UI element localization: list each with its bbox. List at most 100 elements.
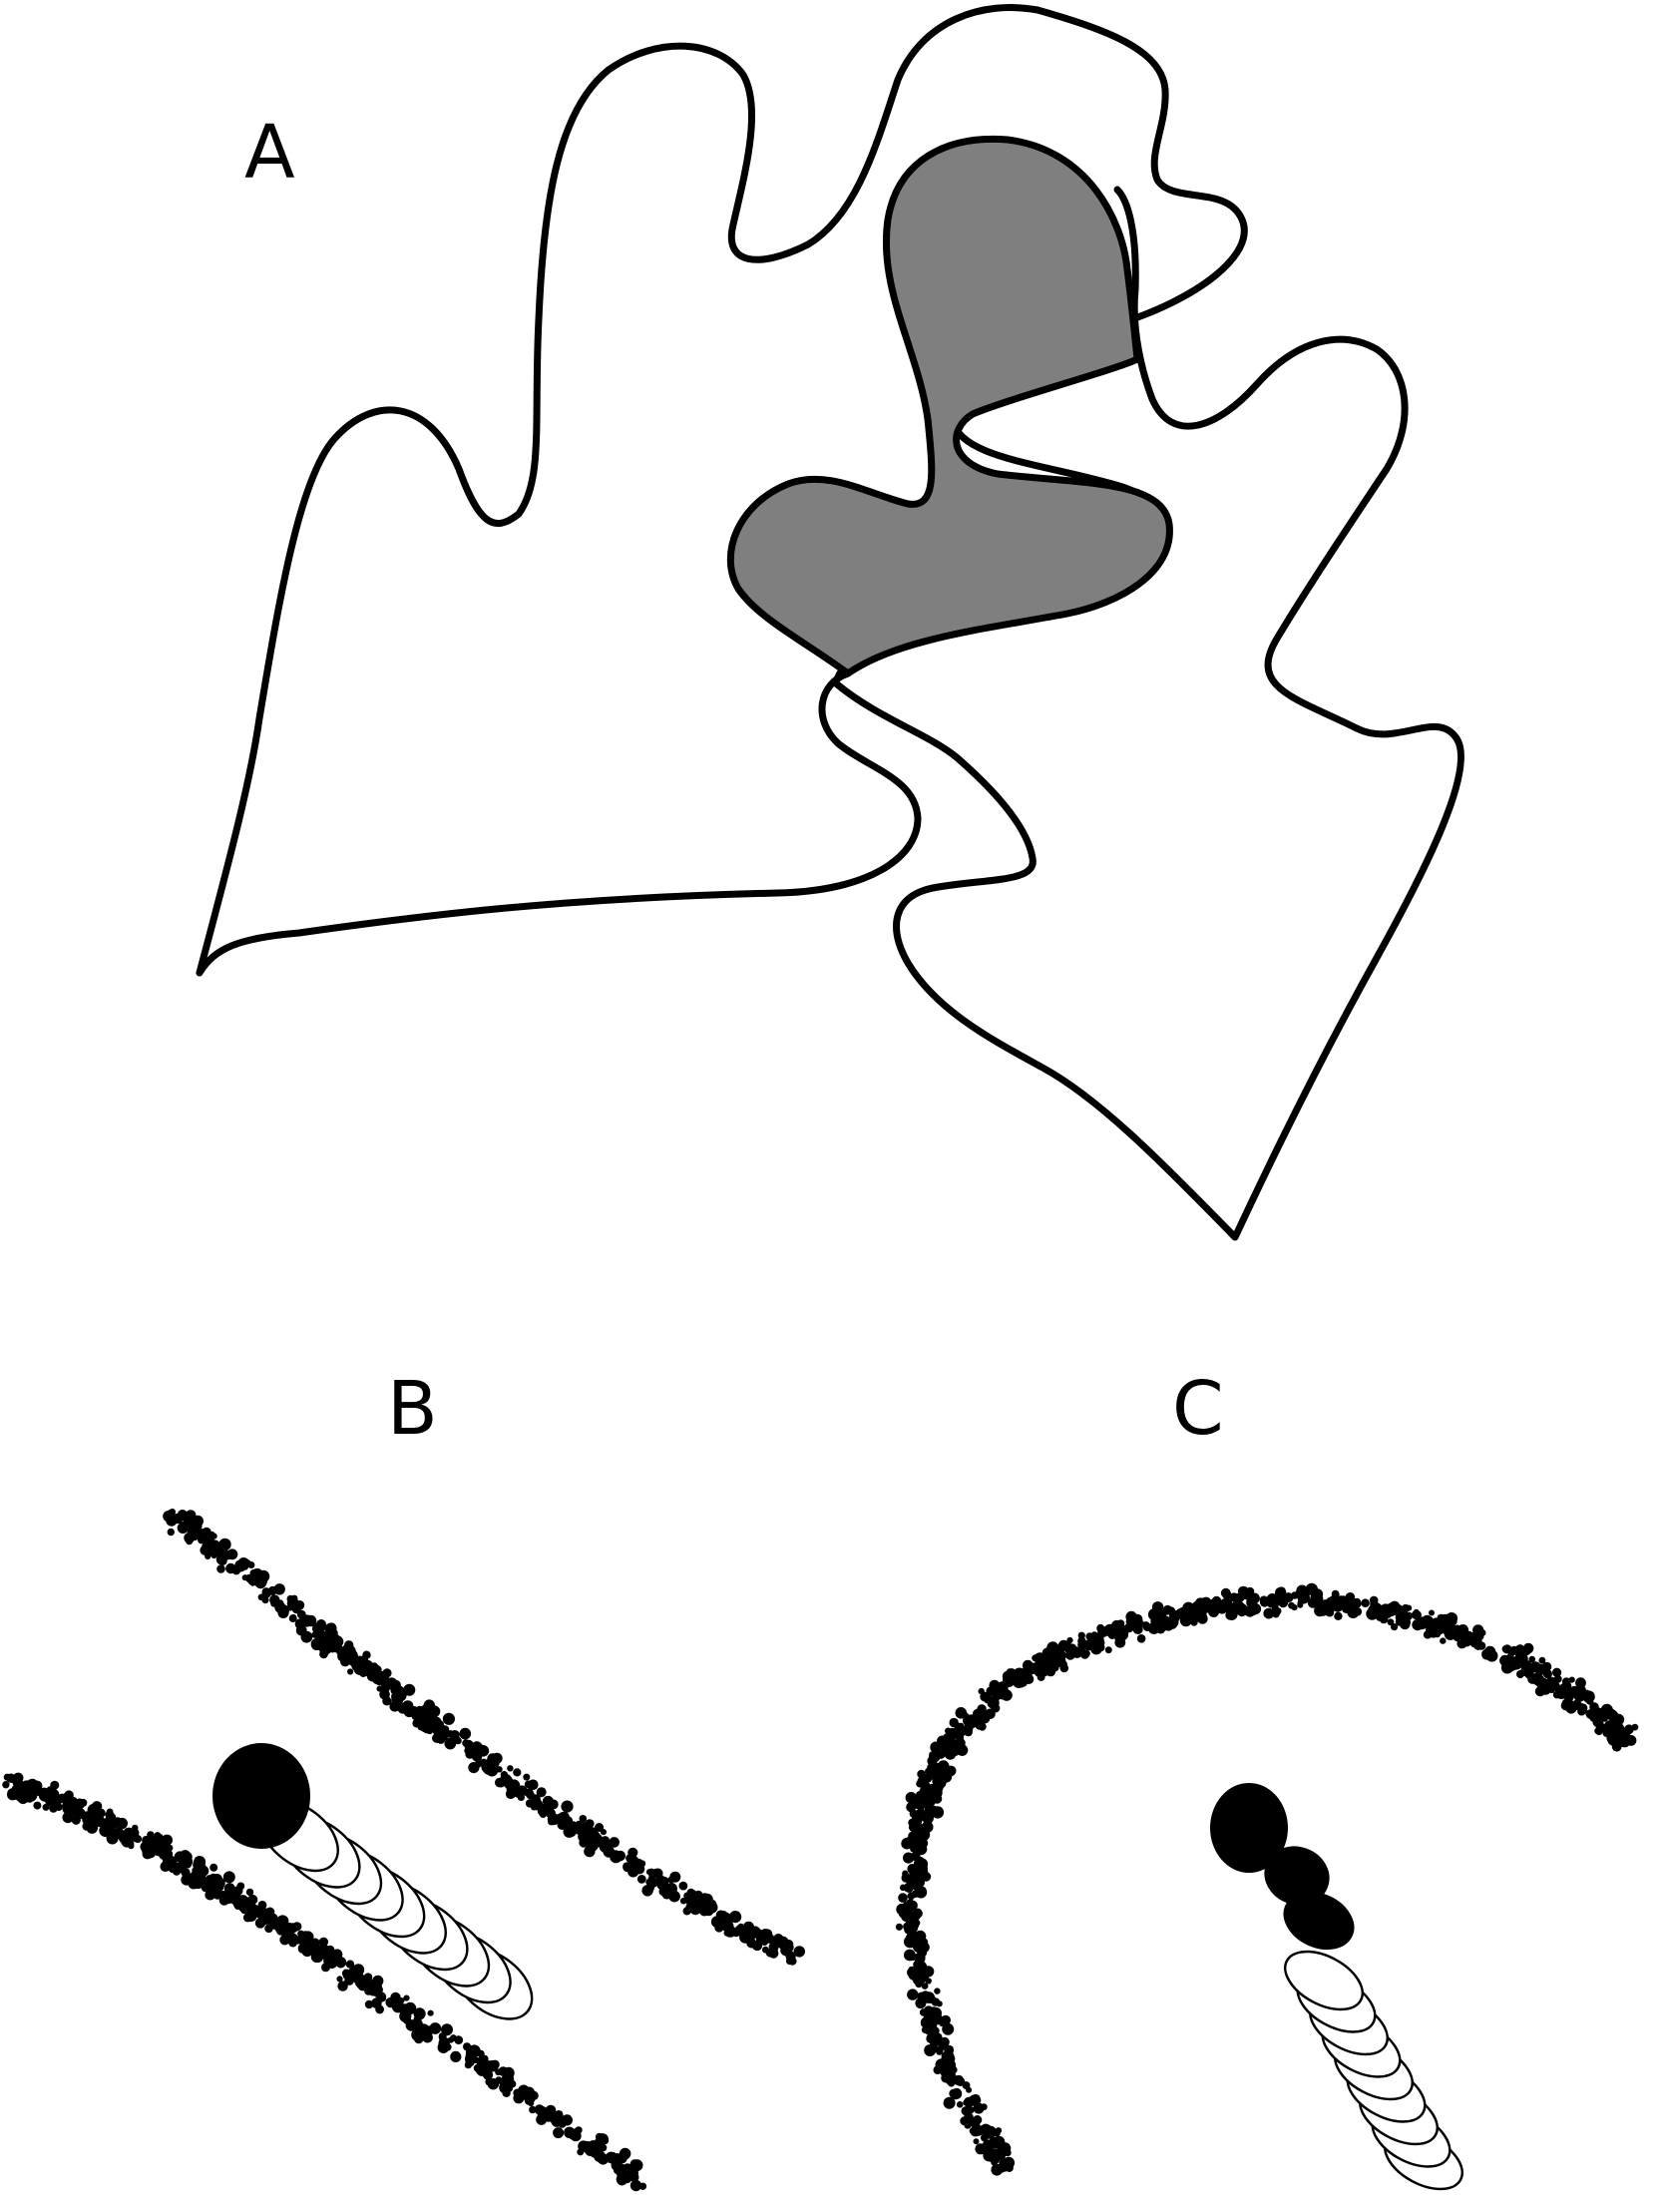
stipple-dot	[507, 1765, 514, 1772]
stipple-dot	[482, 1762, 495, 1775]
stipple-dot	[920, 1813, 927, 1821]
stipple-dot	[1522, 1642, 1534, 1654]
stipple-dot	[1225, 1603, 1237, 1615]
stipple-dot	[261, 1588, 271, 1598]
stipple-dot	[743, 1934, 752, 1944]
stipple-dot	[255, 1909, 266, 1920]
stipple-dot	[490, 2059, 500, 2069]
stipple-dot	[902, 1870, 909, 1878]
stipple-dot	[1153, 1618, 1161, 1627]
stipple-dot	[1560, 1700, 1571, 1711]
stipple-dot	[244, 1910, 257, 1923]
stipple-dot	[1014, 1668, 1022, 1677]
stipple-dot	[1266, 1593, 1279, 1605]
stipple-dot	[257, 1901, 267, 1910]
stipple-dot	[344, 1655, 354, 1665]
stipple-dot	[1477, 1642, 1485, 1650]
stipple-dot	[1575, 1677, 1586, 1689]
stipple-dot	[1391, 1623, 1399, 1631]
stipple-dot	[1456, 1628, 1468, 1639]
stipple-dot	[1237, 1593, 1245, 1601]
stipple-dot	[914, 1822, 923, 1831]
stipple-dot	[1595, 1722, 1606, 1732]
stipple-dot	[235, 1896, 243, 1904]
stipple-dot	[942, 2022, 955, 2035]
stipple-dot	[1600, 1703, 1613, 1716]
stipple-dot	[191, 1869, 202, 1880]
stipple-dot	[10, 1788, 22, 1800]
stipple-dot	[257, 1593, 265, 1601]
stipple-dot	[954, 1725, 967, 1737]
stipple-dot	[392, 1684, 404, 1697]
stipple-dot	[286, 1597, 298, 1609]
stipple-dot	[31, 1781, 40, 1790]
stipple-dot	[983, 2129, 992, 2137]
stipple-dot	[1002, 1670, 1015, 1682]
stipple-dot	[446, 1740, 454, 1748]
stipple-dot	[1545, 1682, 1555, 1692]
stipple-dot	[1250, 1608, 1257, 1615]
stipple-dot	[952, 2087, 962, 2098]
stipple-dot	[1162, 1607, 1170, 1615]
stipple-dot	[450, 1730, 460, 1740]
stipple-dot	[79, 1811, 88, 1820]
stipple-dot	[1297, 1601, 1304, 1608]
stipple-dot	[1283, 1592, 1294, 1603]
stipple-dot	[455, 2035, 462, 2042]
stipple-dot	[614, 2167, 621, 2174]
stipple-dot	[194, 1856, 207, 1868]
stipple-dot	[912, 1919, 921, 1928]
stipple-dot	[477, 2049, 485, 2058]
stipple-dot	[1019, 1671, 1032, 1684]
stipple-dot	[916, 1999, 924, 2006]
stipple-dot	[107, 1828, 119, 1840]
stipple-dot	[914, 1969, 922, 1977]
stipple-dot	[414, 2010, 422, 2019]
stipple-dot	[1235, 1604, 1247, 1616]
stipple-dot	[1369, 1595, 1379, 1605]
stipple-dot	[311, 1951, 324, 1964]
stipple-dot	[734, 1926, 743, 1934]
stipple-dot	[1182, 1601, 1195, 1614]
stipple-dot	[484, 2060, 493, 2068]
stipple-dot	[1552, 1667, 1562, 1677]
stipple-dot	[116, 1817, 128, 1830]
stipple-dot	[549, 1814, 557, 1822]
stipple-dot	[222, 1549, 233, 1560]
stipple-dot	[490, 2078, 498, 2086]
stipple-dot	[375, 1991, 387, 2002]
stipple-dot	[419, 2023, 429, 2033]
chain-head-segment	[1283, 1891, 1355, 1951]
stipple-dot	[1381, 1608, 1391, 1619]
stipple-dot	[679, 1897, 687, 1905]
stipple-dot	[953, 2074, 964, 2086]
stipple-dot	[994, 1692, 1002, 1699]
stipple-dot	[1067, 1645, 1077, 1654]
stipple-dot	[943, 2096, 956, 2109]
stipple-dot	[557, 1811, 571, 1825]
stipple-dot	[1406, 1604, 1413, 1611]
stipple-dot	[937, 1735, 949, 1747]
stipple-dot	[632, 1858, 644, 1870]
stipple-dot	[1077, 1636, 1086, 1645]
stipple-dot	[1250, 1594, 1259, 1604]
stipple-dot	[242, 1903, 252, 1913]
stipple-dot	[182, 1514, 191, 1524]
stipple-dot	[907, 1989, 919, 2000]
stipple-dot	[277, 1606, 289, 1618]
stipple-dot	[609, 1837, 620, 1848]
stipple-dot	[1272, 1609, 1280, 1618]
stipple-dot	[963, 2099, 970, 2106]
stipple-dot	[376, 1685, 383, 1692]
stipple-dot	[1440, 1613, 1452, 1626]
stipple-dot	[1415, 1616, 1428, 1630]
stipple-dot	[124, 1833, 133, 1842]
stipple-dot	[403, 1683, 416, 1696]
stipple-dot	[53, 1803, 60, 1811]
stipple-dot	[403, 1994, 410, 2001]
stipple-dot	[285, 1930, 295, 1940]
stipple-dot	[251, 1569, 263, 1580]
stipple-dot	[345, 1960, 355, 1969]
stipple-dot	[1086, 1638, 1094, 1646]
